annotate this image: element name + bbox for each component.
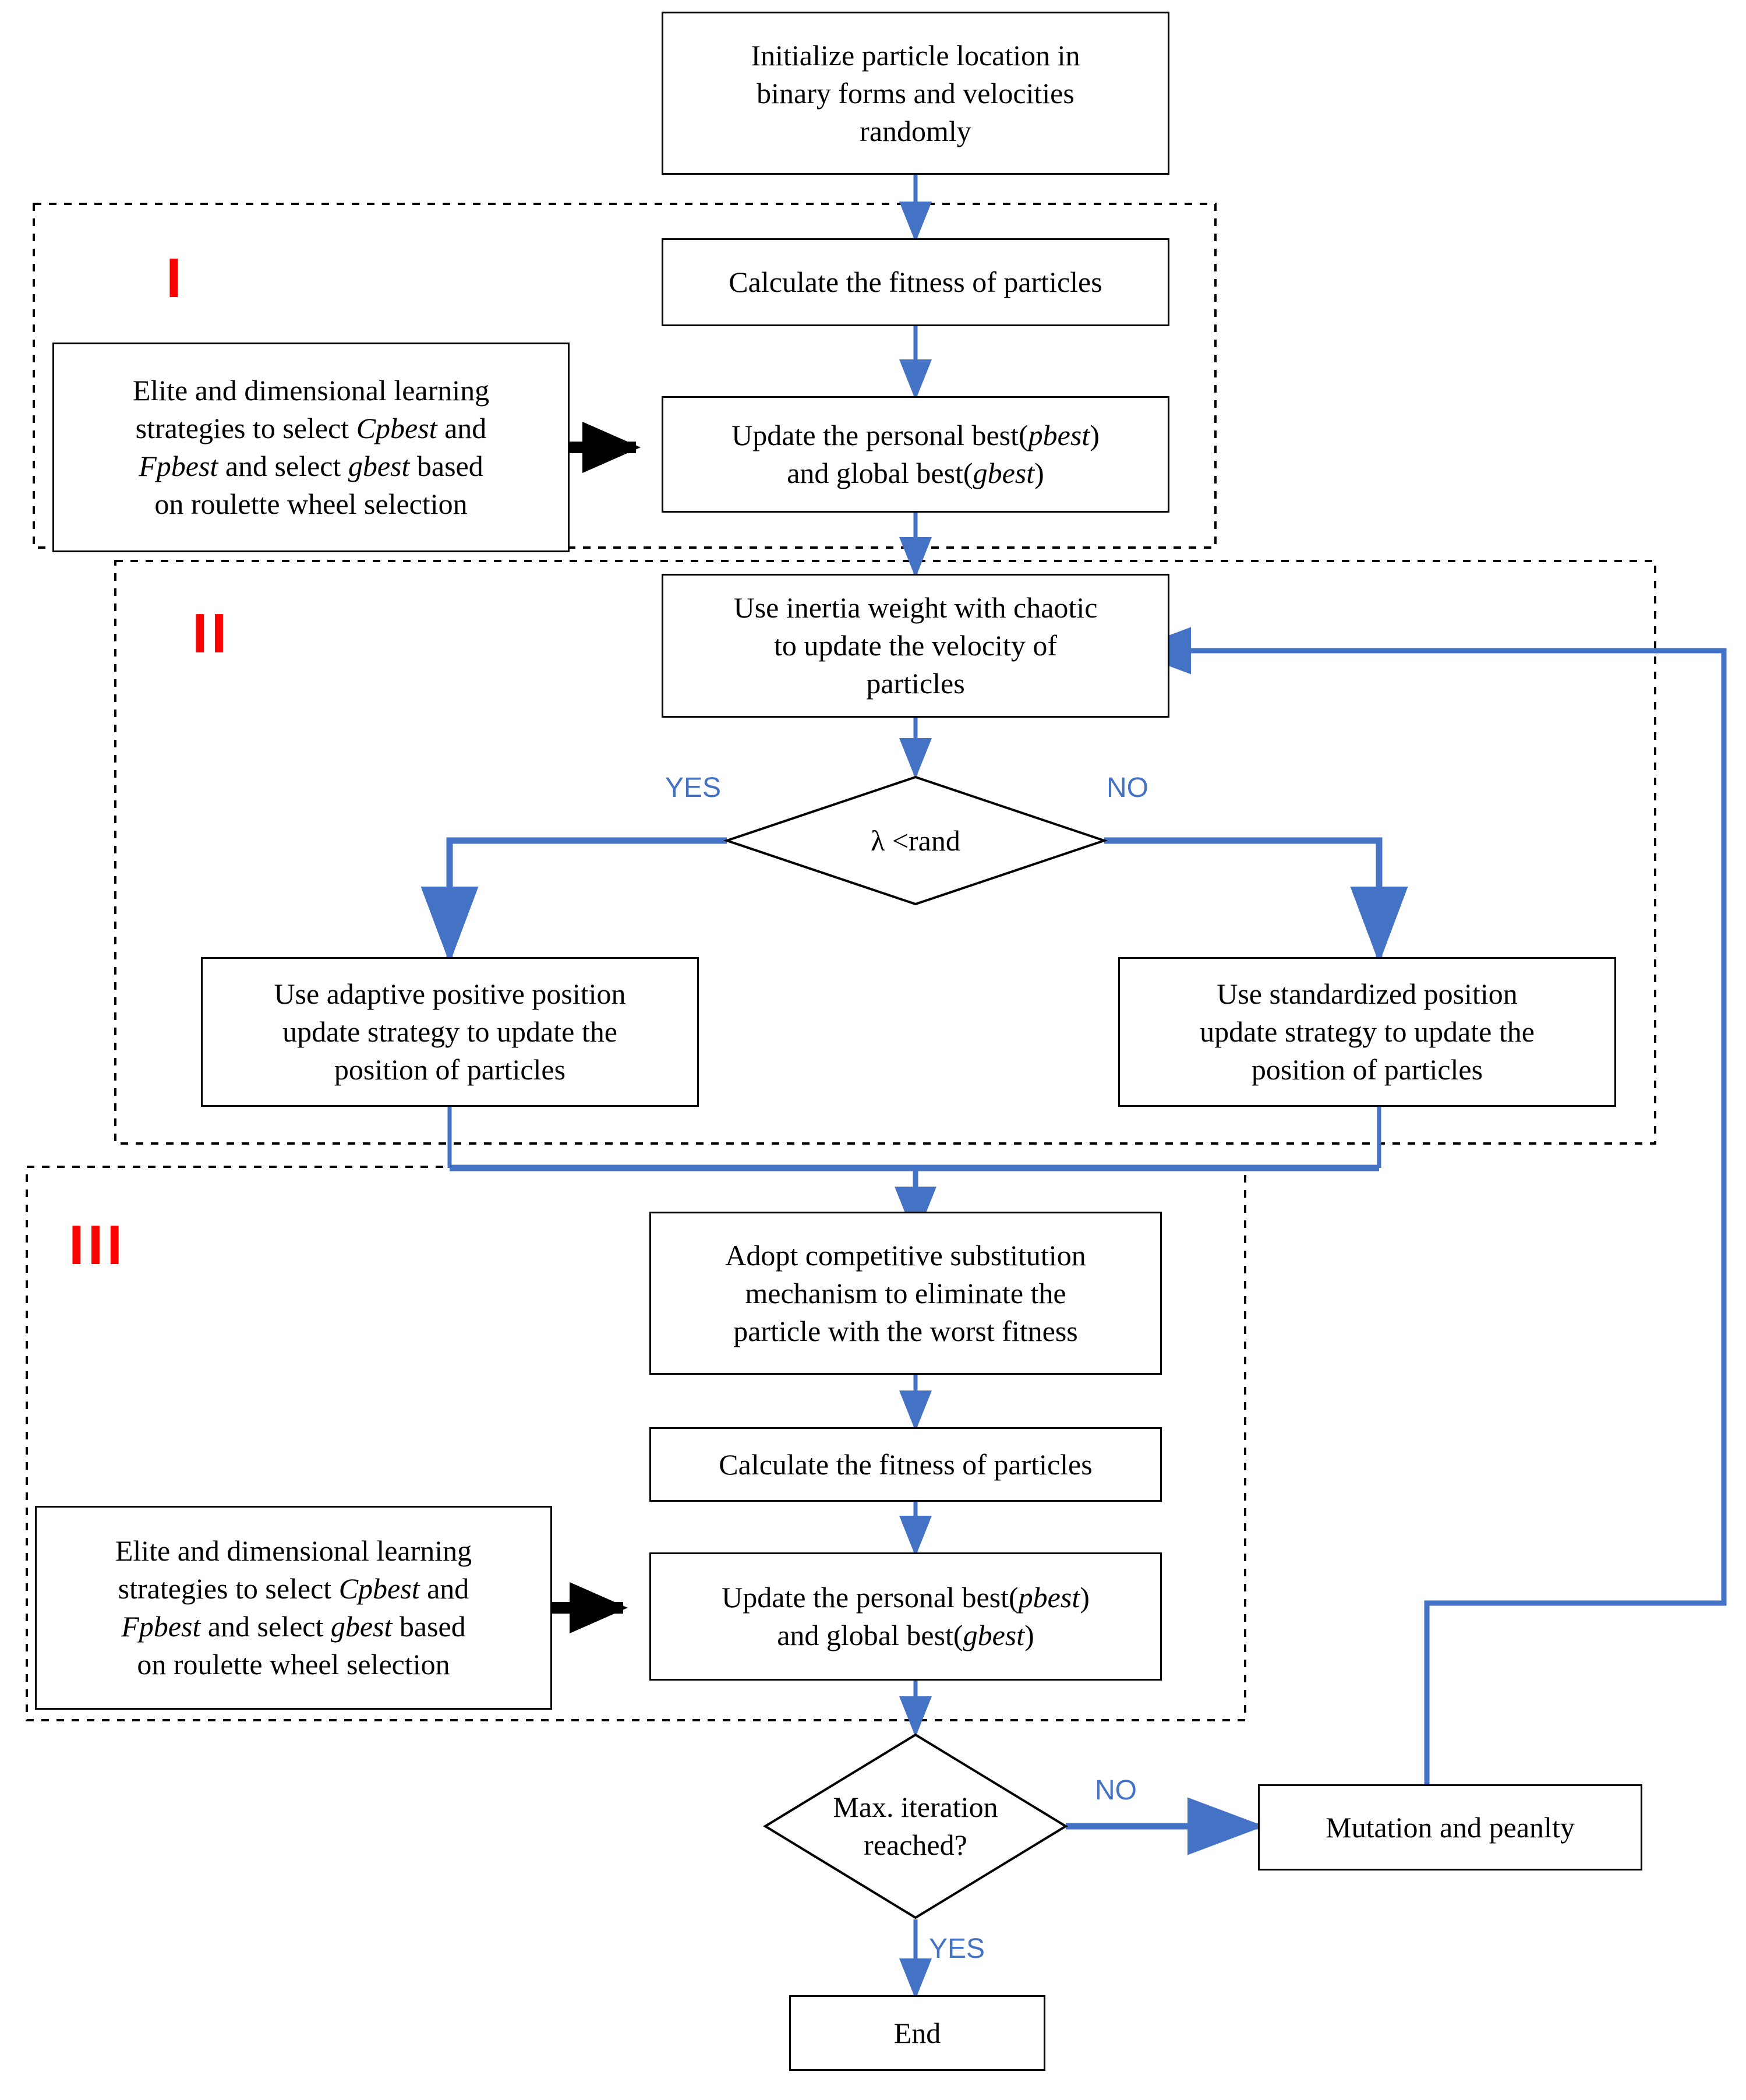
node-update-best-1-text: Update the personal best(pbest)and globa… — [731, 419, 1100, 489]
node-mutation-penalty[interactable]: Mutation and peanlty — [1258, 1784, 1642, 1870]
node-end[interactable]: End — [789, 1995, 1045, 2071]
node-mutation-penalty-text: Mutation and peanlty — [1326, 1810, 1575, 1844]
edge-lambda-no-to-standardized — [1104, 837, 1408, 963]
edge-label-max-iteration-no: NO — [1095, 1775, 1137, 1806]
edge-lambda-yes-to-adaptive — [420, 837, 727, 963]
phase-1-label: I — [166, 247, 185, 309]
lambda-decision-diamond — [723, 775, 1108, 906]
node-end-text: End — [893, 2016, 941, 2049]
node-calculate-fitness-2[interactable]: Calculate the fitness of particles — [649, 1427, 1162, 1502]
node-calculate-fitness-1-text: Calculate the fitness of particles — [729, 266, 1102, 298]
node-update-best-2[interactable]: Update the personal best(pbest)and globa… — [649, 1552, 1162, 1681]
edge-mutation-feedback-to-inertia — [1128, 627, 1727, 1784]
phase-2-group-frame — [114, 560, 1656, 1145]
node-calculate-fitness-1[interactable]: Calculate the fitness of particles — [662, 238, 1169, 326]
node-update-best-2-text: Update the personal best(pbest)and globa… — [722, 1581, 1090, 1651]
max-iteration-decision-diamond — [763, 1733, 1068, 1919]
edge-label-lambda-yes: YES — [665, 772, 722, 803]
edge-label-lambda-no: NO — [1107, 772, 1148, 803]
node-update-best-1[interactable]: Update the personal best(pbest)and globa… — [662, 396, 1169, 513]
phase-3-label: III — [69, 1214, 126, 1276]
phase-2-label: II — [192, 602, 231, 665]
phase-1-group-frame — [33, 203, 1217, 549]
edge-label-max-iteration-yes: YES — [929, 1933, 985, 1964]
node-calculate-fitness-2-text: Calculate the fitness of particles — [719, 1448, 1093, 1481]
